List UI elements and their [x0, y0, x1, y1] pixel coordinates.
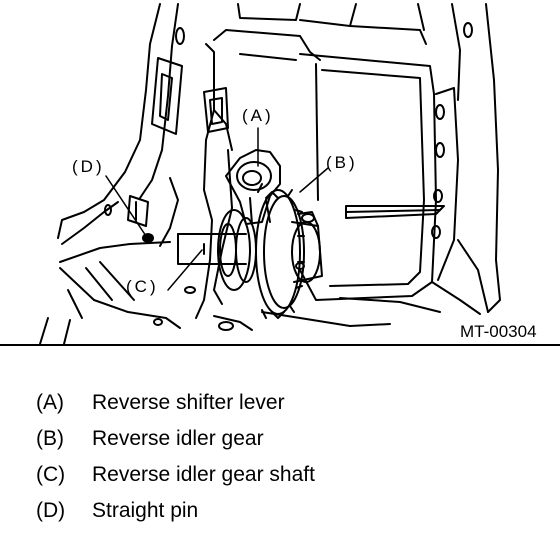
- legend-text: Reverse idler gear shaft: [92, 463, 315, 486]
- callout-label-b: (B): [326, 153, 358, 172]
- legend-key: (D): [36, 499, 66, 522]
- legend-key: (A): [36, 391, 64, 414]
- case-housing-left: [39, 3, 183, 345]
- straight-pin: [142, 233, 154, 243]
- reverse-idler-gear-shaft: [177, 209, 257, 291]
- transmission-diagram: (A) (B) (D) (C) MT-00304: [39, 3, 537, 345]
- case-housing-top: [195, 3, 427, 319]
- legend-key: (B): [36, 427, 64, 450]
- legend-key: (C): [36, 463, 66, 486]
- reverse-idler-gear: [255, 183, 323, 319]
- callout-label-c: (C): [126, 277, 159, 296]
- legend-text: Straight pin: [92, 499, 199, 522]
- legend-text: Reverse shifter lever: [92, 391, 285, 414]
- callout-label-a: (A): [242, 106, 274, 125]
- figure-id: MT-00304: [460, 322, 537, 341]
- reverse-shifter-lever: [225, 149, 281, 225]
- callout-label-d: (D): [72, 157, 105, 176]
- legend-text: Reverse idler gear: [92, 427, 264, 450]
- callout-leaders: [105, 127, 329, 291]
- divider-line: [0, 344, 560, 346]
